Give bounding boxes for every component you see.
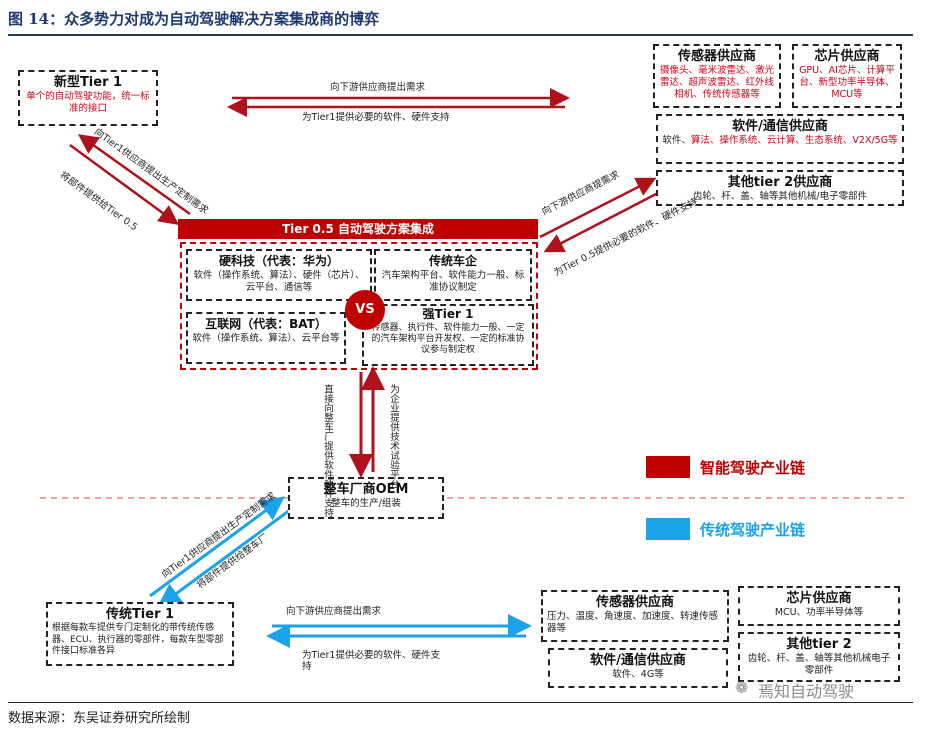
label-top-h-up: 向下游供应商提出需求 — [330, 82, 426, 93]
top-software-box: 软件/通信供应商 软件、算法、操作系统、云计算、生态系统、V2X/5G等 — [656, 114, 904, 164]
label-top-h-down: 为Tier1提供必要的软件、硬件支持 — [302, 112, 450, 123]
tier05-container — [180, 242, 538, 370]
label-bottom-h-up: 向下游供应商提出需求 — [286, 606, 382, 617]
arrow-newtier-up — [77, 134, 191, 216]
arrow-newtier-down — [69, 143, 180, 225]
arrow-blue-up — [149, 496, 285, 598]
trad-oem-desc: 汽车架构平台、软件能力一般、标准协议制定 — [381, 270, 525, 293]
bottom-software-box: 软件/通信供应商 软件、4G等 — [548, 648, 728, 688]
vs-badge: VS — [345, 290, 385, 330]
trad-tier1-desc: 根据每款车提供专门定制化的带传统传感器、ECU、执行器的零部件，每款车型零部件接… — [52, 623, 224, 656]
oem-desc: 整车的生产/组装 — [331, 498, 401, 509]
legend-traditional-swatch — [646, 518, 690, 540]
oem-box: 整车厂商OEM 整车的生产/组装 — [288, 477, 444, 519]
top-sensor-title: 传感器供应商 — [677, 49, 756, 64]
top-software-desc-red: 算法、操作系统、云计算、生态系统、V2X/5G等 — [690, 135, 898, 146]
tier05-header: Tier 0.5 自动驾驶方案集成 — [178, 219, 538, 239]
label-bottom-h-down: 为Tier1提供必要的软件、硬件支持 — [302, 650, 440, 672]
bottom-tier2-box: 其他tier 2 齿轮、杆、盖、轴等其他机械电子零部件 — [738, 632, 900, 682]
hardtech-desc: 软件（操作系统、算法）、硬件（芯片）、云平台、通信等 — [193, 270, 365, 293]
bottom-chip-desc: MCU、功率半导体等 — [774, 607, 864, 618]
new-tier1-title: 新型Tier 1 — [53, 75, 123, 90]
trad-oem-title: 传统车企 — [428, 254, 477, 268]
strong-tier1-desc: 传感器、执行件、软件能力一般、一定的汽车架构平台开发权、一定的标准协议参与制定权 — [371, 323, 525, 355]
top-sensor-box: 传感器供应商 摄像头、毫米波雷达、激光雷达、超声波雷达、红外线相机、传统传感器等 — [653, 44, 781, 108]
bottom-chip-box: 芯片供应商 MCU、功率半导体等 — [738, 586, 900, 626]
legend-smart-swatch — [646, 456, 690, 478]
internet-title: 互联网（代表：BAT） — [205, 317, 327, 331]
oem-title: 整车厂商OEM — [323, 482, 409, 497]
top-sensor-desc: 摄像头、毫米波雷达、激光雷达、超声波雷达、红外线相机、传统传感器等 — [659, 65, 774, 100]
figure-title: 图 14：众多势力对成为自动驾驶解决方案集成商的博弈 — [8, 8, 913, 36]
arrow-right-down — [543, 190, 661, 253]
arrow-blue-down — [157, 508, 291, 608]
bottom-sensor-box: 传感器供应商 压力、温度、角速度、加速度、转速传感器等 — [541, 590, 729, 642]
legend-smart-label: 智能驾驶产业链 — [700, 459, 806, 477]
bottom-tier2-desc: 齿轮、杆、盖、轴等其他机械电子零部件 — [747, 653, 891, 676]
top-chip-title: 芯片供应商 — [814, 49, 880, 64]
trad-oem-box: 传统车企 汽车架构平台、软件能力一般、标准协议制定 — [374, 249, 532, 301]
hardtech-title: 硬科技（代表：华为） — [218, 254, 339, 268]
trad-tier1-box: 传统Tier 1 根据每款车提供专门定制化的带传统传感器、ECU、执行器的零部件… — [46, 602, 234, 666]
figure-source: 数据来源：东吴证券研究所绘制 — [8, 702, 913, 731]
internet-desc: 软件（操作系统、算法）、云平台等 — [192, 333, 340, 344]
strong-tier1-title: 强Tier 1 — [422, 307, 474, 321]
bottom-software-title: 软件/通信供应商 — [590, 653, 686, 668]
trad-tier1-title: 传统Tier 1 — [105, 607, 175, 622]
hardtech-box: 硬科技（代表：华为） 软件（操作系统、算法）、硬件（芯片）、云平台、通信等 — [186, 249, 372, 301]
top-software-desc-black: 软件、 — [662, 135, 691, 146]
new-tier1-box: 新型Tier 1 单个的自动驾驶功能，统一标准的接口 — [18, 70, 158, 126]
label-vert-right: 为企业提供技术试验平台 — [388, 384, 399, 489]
top-chip-box: 芯片供应商 GPU、AI芯片、计算平台、新型功率半导体、MCU等 — [792, 44, 902, 108]
arrow-right-up — [539, 177, 657, 239]
bottom-sensor-title: 传感器供应商 — [595, 595, 674, 610]
watermark-icon: ❁ — [735, 678, 749, 697]
top-tier2-title: 其他tier 2供应商 — [727, 175, 833, 190]
bottom-tier2-title: 其他tier 2 — [786, 637, 852, 652]
internet-box: 互联网（代表：BAT） 软件（操作系统、算法）、云平台等 — [186, 312, 346, 364]
top-tier2-desc: 齿轮、杆、盖、轴等其他机械/电子零部件 — [692, 191, 868, 202]
top-chip-desc: GPU、AI芯片、计算平台、新型功率半导体、MCU等 — [799, 65, 895, 100]
new-tier1-desc: 单个的自动驾驶功能，统一标准的接口 — [26, 91, 150, 114]
top-software-title: 软件/通信供应商 — [732, 119, 828, 134]
top-tier2-box: 其他tier 2供应商 齿轮、杆、盖、轴等其他机械/电子零部件 — [656, 170, 904, 206]
watermark-text: 焉知自动驾驶 — [758, 682, 855, 701]
strong-tier1-box: 强Tier 1 传感器、执行件、软件能力一般、一定的汽车架构平台开发权、一定的标… — [362, 304, 534, 366]
legend-traditional-label: 传统驾驶产业链 — [700, 521, 806, 539]
bottom-chip-title: 芯片供应商 — [786, 591, 852, 606]
label-vert-left: 直接向整车厂提供软件硬件支持 — [322, 384, 333, 517]
bottom-software-desc: 软件、4G等 — [612, 669, 664, 680]
bottom-sensor-desc: 压力、温度、角速度、加速度、转速传感器等 — [547, 611, 719, 634]
